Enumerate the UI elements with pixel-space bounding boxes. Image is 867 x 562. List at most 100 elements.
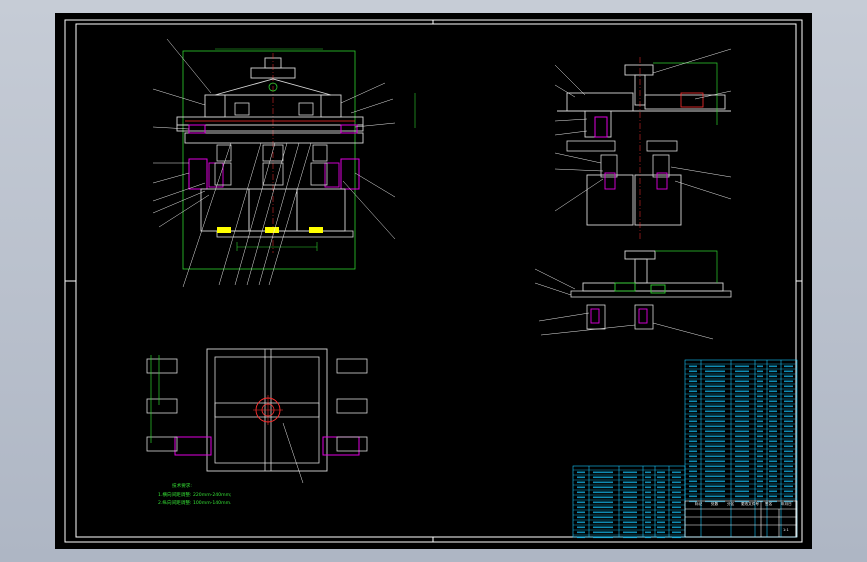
parts-list-cell-mark <box>593 511 613 514</box>
parts-list-cell-mark <box>705 370 725 373</box>
title-scale: 1:1 <box>783 528 789 532</box>
parts-list-cell-mark <box>757 435 763 438</box>
parts-list-cell-mark <box>593 481 613 484</box>
parts-list-cell-mark <box>672 491 681 494</box>
side-view <box>554 48 732 239</box>
parts-list-cell-mark <box>769 460 777 463</box>
parts-list-cell-mark <box>593 521 613 524</box>
parts-list-cell-mark <box>705 405 725 408</box>
technical-notes-line-1: 1.横向间距调整: 220mm-240mm; <box>158 493 232 498</box>
parts-list-cell-mark <box>757 420 763 423</box>
parts-list-cell-mark <box>689 405 697 408</box>
parts-list-cell-mark <box>645 491 651 494</box>
parts-list-cell-mark <box>784 480 793 483</box>
top-view <box>146 348 368 484</box>
parts-list-cell-mark <box>769 385 777 388</box>
parts-list-cell-mark <box>784 485 793 488</box>
parts-list-cell-mark <box>769 495 777 498</box>
parts-list-cell-mark <box>769 480 777 483</box>
technical-notes-line-2: 2.纵向间距调整: 100mm-140mm. <box>158 501 232 506</box>
parts-list-cell-mark <box>657 491 665 494</box>
parts-list-cell-mark <box>757 460 763 463</box>
parts-list-cell-mark <box>672 506 681 509</box>
parts-list-cell-mark <box>623 486 637 489</box>
parts-list-cell-mark <box>735 485 749 488</box>
parts-list-cell-mark <box>784 435 793 438</box>
parts-list-cell-mark <box>735 400 749 403</box>
parts-list-cell-mark <box>769 395 777 398</box>
parts-list-cell-mark <box>705 450 725 453</box>
parts-list-cell-mark <box>757 440 763 443</box>
title-block <box>684 500 798 538</box>
parts-list-cell-mark <box>784 490 793 493</box>
parts-list-cell-mark <box>689 365 697 368</box>
parts-list-cell-mark <box>689 495 697 498</box>
parts-list-cell-mark <box>689 450 697 453</box>
parts-list-cell-mark <box>672 521 681 524</box>
parts-list-cell-mark <box>757 465 763 468</box>
parts-list-cell-mark <box>623 531 637 534</box>
parts-list-cell-mark <box>657 506 665 509</box>
parts-list-cell-mark <box>657 486 665 489</box>
parts-list-cell-mark <box>577 471 585 474</box>
parts-list-cell-mark <box>657 516 665 519</box>
parts-list-cell-mark <box>784 405 793 408</box>
parts-list-cell-mark <box>735 430 749 433</box>
parts-list-cell-mark <box>757 485 763 488</box>
parts-list-cell-mark <box>705 430 725 433</box>
parts-list-cell-mark <box>705 415 725 418</box>
parts-list-cell-mark <box>735 415 749 418</box>
parts-list-cell-mark <box>705 490 725 493</box>
parts-list-cell-mark <box>689 435 697 438</box>
parts-list-cell-mark <box>593 501 613 504</box>
parts-list-cell-mark <box>769 470 777 473</box>
detail-view <box>534 250 732 340</box>
parts-list-cell-mark <box>623 491 637 494</box>
parts-list-cell-mark <box>769 375 777 378</box>
parts-list-cell-mark <box>689 415 697 418</box>
title-header-change-doc: 更改文件号 <box>741 502 759 506</box>
parts-list-cell-mark <box>784 425 793 428</box>
parts-list-cell-mark <box>689 420 697 423</box>
parts-list-cell-mark <box>672 486 681 489</box>
parts-list-cell-mark <box>769 425 777 428</box>
parts-list-cell-mark <box>689 485 697 488</box>
parts-list-cell-mark <box>689 375 697 378</box>
parts-list-cell-mark <box>577 526 585 529</box>
parts-list-cell-mark <box>735 365 749 368</box>
parts-list-cell-mark <box>757 405 763 408</box>
parts-list-cell-mark <box>735 390 749 393</box>
parts-list-cell-mark <box>645 531 651 534</box>
parts-list-cell-mark <box>784 445 793 448</box>
parts-list-cell-mark <box>769 450 777 453</box>
parts-list-cell-mark <box>784 380 793 383</box>
cad-viewport[interactable]: 技术要求: 1.横向间距调整: 220mm-240mm; 2.纵向间距调整: 1… <box>55 13 812 549</box>
parts-list-cell-mark <box>689 400 697 403</box>
parts-list-cell-mark <box>757 415 763 418</box>
parts-list-cell-mark <box>689 395 697 398</box>
parts-list-cell-mark <box>689 410 697 413</box>
parts-list-cell-mark <box>705 395 725 398</box>
parts-list-cell-mark <box>672 536 681 539</box>
parts-list-cell-mark <box>757 380 763 383</box>
parts-list-cell-mark <box>757 455 763 458</box>
parts-list-cell-mark <box>705 445 725 448</box>
parts-list-cell-mark <box>705 435 725 438</box>
parts-list-cell-mark <box>735 410 749 413</box>
parts-list-cell-mark <box>784 465 793 468</box>
parts-list-cell-mark <box>735 425 749 428</box>
drawing-frame <box>64 19 803 543</box>
parts-list-cell-mark <box>705 480 725 483</box>
parts-list-cell-mark <box>593 486 613 489</box>
parts-list-cell-mark <box>757 365 763 368</box>
parts-list-cell-mark <box>645 486 651 489</box>
parts-list-cell-mark <box>705 440 725 443</box>
parts-list-cell-mark <box>769 410 777 413</box>
parts-list-cell-mark <box>769 400 777 403</box>
parts-list-cell-mark <box>623 511 637 514</box>
parts-list-cell-mark <box>672 516 681 519</box>
parts-list-cell-mark <box>705 425 725 428</box>
parts-list-cell-mark <box>757 430 763 433</box>
parts-list-cell-mark <box>705 400 725 403</box>
parts-list-cell-mark <box>593 476 613 479</box>
